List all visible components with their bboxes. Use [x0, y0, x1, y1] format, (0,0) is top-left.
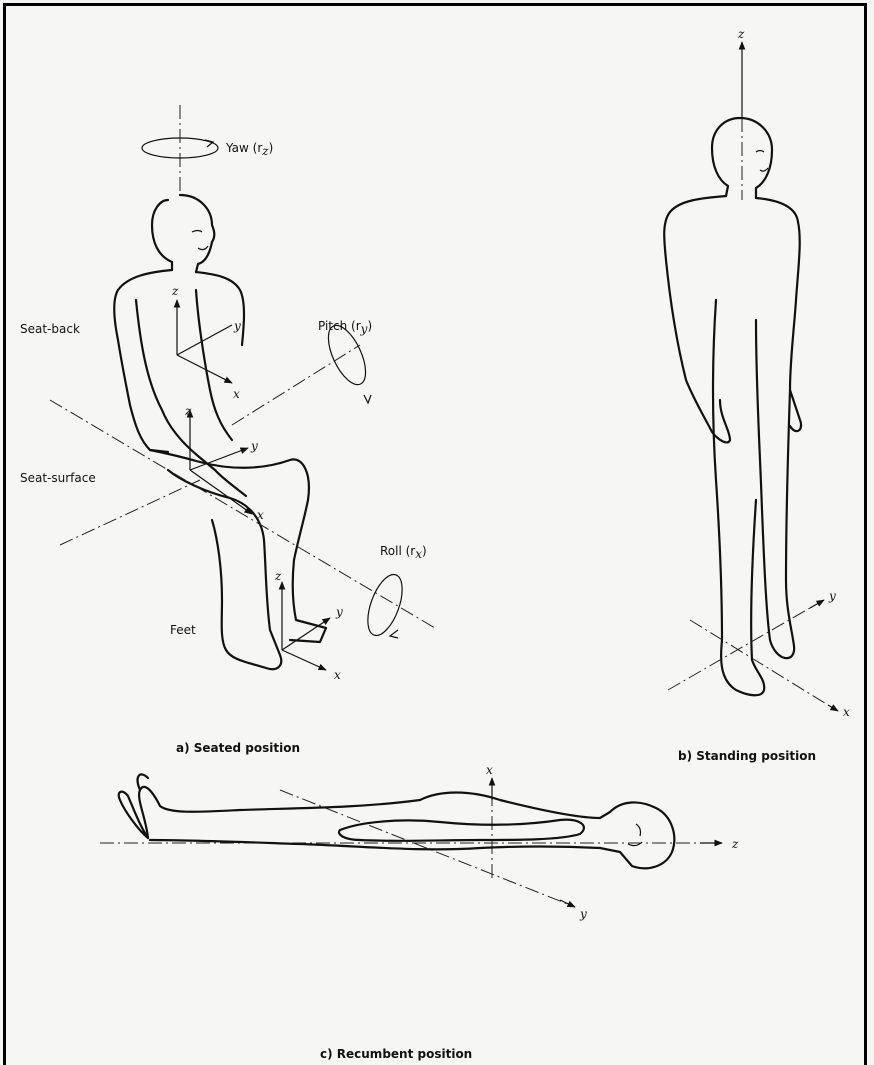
seated-arm-inner	[196, 290, 232, 440]
standing-y-arrow	[810, 600, 824, 608]
seated-caption: a) Seated position	[176, 741, 300, 755]
standing-x-arrow	[828, 705, 838, 711]
recumbent-y-label: y	[579, 907, 587, 921]
seated-face	[192, 231, 208, 250]
seat-back-x-label: x	[233, 387, 240, 401]
recumbent-z-label: z	[731, 837, 739, 851]
recumbent-feet	[119, 774, 148, 838]
seat-surface-x-label: x	[257, 508, 264, 522]
seat-back-y-axis	[177, 325, 232, 355]
feet-y-label: y	[335, 605, 343, 619]
seated-thigh	[150, 450, 326, 642]
standing-face	[756, 151, 768, 172]
roll-rotation-arrow	[361, 570, 409, 640]
recumbent-x-label: x	[486, 763, 493, 777]
roll-axis-line	[50, 400, 435, 628]
seat-surface-y-label: y	[250, 439, 258, 453]
standing-x-label: x	[843, 705, 850, 719]
seat-back-y-label: y	[233, 319, 241, 333]
pitch-arrowhead	[364, 395, 371, 403]
recumbent-y-arrow	[560, 900, 575, 907]
standing-y-axis	[668, 608, 810, 690]
seated-lower-leg	[168, 470, 281, 669]
standing-z-label: z	[737, 27, 745, 41]
recumbent-caption: c) Recumbent position	[320, 1047, 472, 1061]
seated-chest	[196, 272, 244, 345]
seat-surface-label: Seat-surface	[20, 471, 96, 485]
standing-figure: z y x b) Standing position	[664, 27, 850, 763]
seated-torso	[114, 270, 172, 452]
seat-back-label: Seat-back	[20, 322, 80, 336]
seated-figure: Yaw (rz) Pitch (ry) Roll (rx) Seat-back …	[20, 105, 435, 755]
seat-surface-plane-line	[60, 480, 200, 545]
roll-label: Roll (rx)	[380, 544, 427, 561]
standing-body	[664, 196, 801, 442]
recumbent-figure: z x y c) Recumbent position	[100, 763, 739, 1061]
yaw-label: Yaw (rz)	[225, 141, 273, 158]
standing-caption: b) Standing position	[678, 749, 816, 763]
roll-arrowhead	[390, 630, 398, 638]
feet-x-axis	[282, 650, 326, 670]
feet-z-label: z	[274, 569, 282, 583]
standing-legs	[713, 300, 794, 695]
feet-x-label: x	[334, 668, 341, 682]
feet-label: Feet	[170, 623, 196, 637]
recumbent-face	[628, 824, 642, 846]
seat-back-z-label: z	[171, 284, 179, 298]
pitch-label: Pitch (ry)	[318, 319, 372, 336]
seat-surface-z-label: z	[184, 404, 192, 418]
standing-y-label: y	[828, 589, 836, 603]
standing-x-axis	[690, 620, 828, 705]
seated-head	[152, 195, 214, 272]
recumbent-arm	[339, 820, 584, 841]
recumbent-body	[139, 787, 674, 868]
pitch-axis-line	[232, 345, 360, 425]
